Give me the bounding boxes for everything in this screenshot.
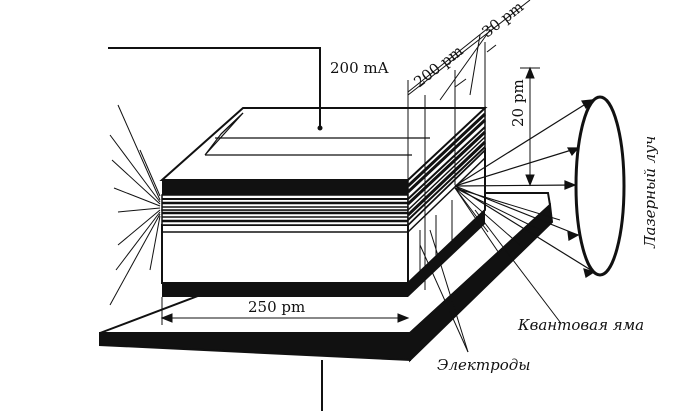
dim-20-label: 20 pm xyxy=(509,79,527,127)
laser-beam-spot xyxy=(574,95,626,277)
dimension-20 xyxy=(520,66,540,187)
electrodes-label: Электроды xyxy=(437,356,530,374)
leader-lines xyxy=(419,209,561,353)
laser-beam-lines xyxy=(454,99,596,278)
current-wire xyxy=(108,47,323,411)
dim-250-label: 250 pm xyxy=(248,298,305,316)
chip-front-face xyxy=(161,224,409,284)
current-label: 200 mA xyxy=(330,59,389,77)
bottom-electrode-front xyxy=(162,283,408,297)
laser-beam-label: Лазерный луч xyxy=(641,136,659,249)
top-electrode-front xyxy=(162,180,408,195)
dim-200-label: 200 pm xyxy=(410,42,466,91)
dimension-200-30 xyxy=(407,0,531,290)
dim-30-label: 30 pm xyxy=(478,0,527,41)
layer-stack xyxy=(161,106,487,227)
base-plate-front xyxy=(99,332,411,362)
bottom-electrode-side xyxy=(408,210,485,297)
left-emission-rays xyxy=(109,104,161,306)
quantum-well-label: Квантовая яма xyxy=(517,316,644,334)
dimension-250 xyxy=(160,297,410,325)
